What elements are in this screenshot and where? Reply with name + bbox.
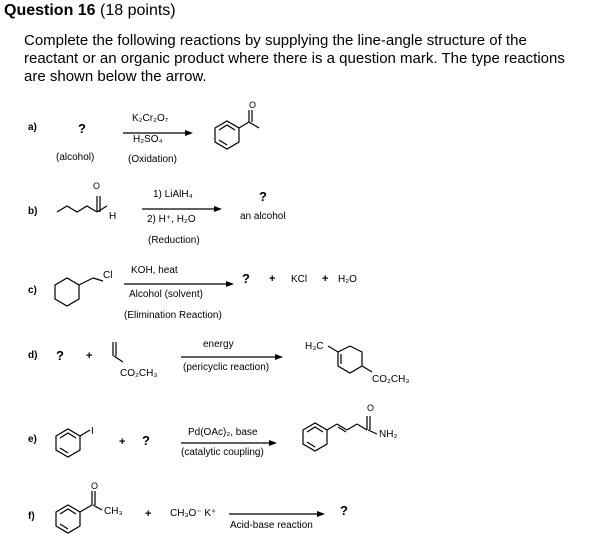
reaction-a-reagent-top: K₂Cr₂O₇ (132, 113, 169, 124)
reaction-c-type: (Elimination Reaction) (124, 310, 222, 321)
reaction-b-reactant-oxygen: O (93, 181, 101, 191)
reaction-e-product-amine: NH₂ (379, 429, 398, 440)
reaction-c-plus-2: + (322, 273, 329, 285)
reaction-a-type: (Oxidation) (128, 154, 177, 165)
reaction-e-iodine: I (91, 426, 94, 437)
reaction-f-oxygen: O (91, 481, 99, 491)
reaction-a-label: a) (28, 122, 37, 133)
reaction-a-unknown: ? (78, 121, 86, 136)
reaction-c-unknown: ? (242, 271, 250, 286)
reaction-f-plus: + (145, 508, 152, 520)
question-number: Question 16 (4, 2, 96, 19)
reaction-d-reactant-structure (112, 342, 124, 363)
reaction-d-reagent-top: energy (203, 339, 234, 350)
reaction-e-product-structure (302, 416, 378, 452)
reaction-e-product-oxygen: O (367, 403, 375, 413)
reaction-d-product-ester: CO₂CH₃ (372, 374, 410, 385)
reaction-d-product-structure (327, 345, 373, 374)
reaction-b-reagent-1: 1) LiAlH₄ (153, 189, 193, 200)
reaction-d-arrow (181, 354, 283, 360)
reaction-f-reagent: CH₃O⁻ K⁺ (170, 508, 217, 519)
reaction-c-reagent-bottom: Alcohol (solvent) (129, 289, 203, 300)
reaction-d-plus: + (86, 350, 93, 362)
reaction-f-unknown: ? (340, 503, 348, 518)
reaction-e-reactant-structure (55, 428, 91, 458)
question-instructions: Complete the following reactions by supp… (24, 32, 565, 85)
reaction-c-plus-1: + (269, 273, 276, 285)
reaction-a-product-oxygen: O (249, 100, 257, 110)
reaction-c-arrow (124, 281, 234, 287)
reaction-b-hydrogen: H (109, 211, 117, 222)
reaction-a-product-structure (214, 110, 260, 150)
reaction-d-reagent-bottom: (pericyclic reaction) (183, 362, 270, 373)
reaction-a-reagent-bottom: H₂SO₄ (133, 134, 163, 145)
reaction-e-plus: + (119, 436, 126, 448)
reaction-a-unknown-note: (alcohol) (56, 152, 95, 163)
reaction-f-reactant-structure (55, 491, 103, 534)
reaction-b-type: (Reduction) (148, 235, 200, 246)
reaction-c-chlorine: Cl (103, 270, 113, 281)
reaction-f-arrow (229, 511, 325, 517)
reaction-b-label: b) (28, 206, 38, 217)
reaction-c-reagent-top: KOH, heat (131, 265, 178, 276)
reaction-b-reactant-structure (56, 196, 108, 213)
reaction-e-label: e) (28, 434, 37, 445)
reaction-d-label: d) (28, 350, 38, 361)
reaction-e-reagent-top: Pd(OAc)₂, base (188, 427, 258, 438)
reaction-d-ester-group: CO₂CH₃ (120, 368, 158, 379)
reaction-b-unknown-note: an alcohol (240, 211, 286, 222)
reaction-b-unknown: ? (259, 189, 267, 204)
reaction-e-unknown: ? (142, 433, 150, 448)
reaction-f-type: Acid-base reaction (230, 520, 313, 531)
reaction-b-reagent-2: 2) H⁺, H₂O (147, 214, 196, 225)
reaction-f-label: f) (28, 511, 35, 522)
reaction-c-byproduct-1: KCl (291, 274, 308, 285)
reaction-d-product-methyl: H₃C (305, 341, 324, 352)
reaction-d-unknown: ? (56, 348, 64, 363)
reaction-b-arrow (142, 206, 222, 212)
reaction-a-arrow (123, 130, 193, 136)
reaction-c-byproduct-2: H₂O (338, 274, 357, 285)
question-points: (18 points) (100, 2, 176, 19)
reaction-e-reagent-bottom: (catalytic coupling) (181, 447, 264, 458)
reaction-f-methyl: CH₃ (104, 506, 123, 517)
reaction-e-arrow (181, 440, 277, 446)
reaction-c-reactant-structure (54, 277, 104, 307)
question-title: Question 16 (18 points) (4, 2, 176, 20)
reaction-c-label: c) (28, 285, 37, 296)
